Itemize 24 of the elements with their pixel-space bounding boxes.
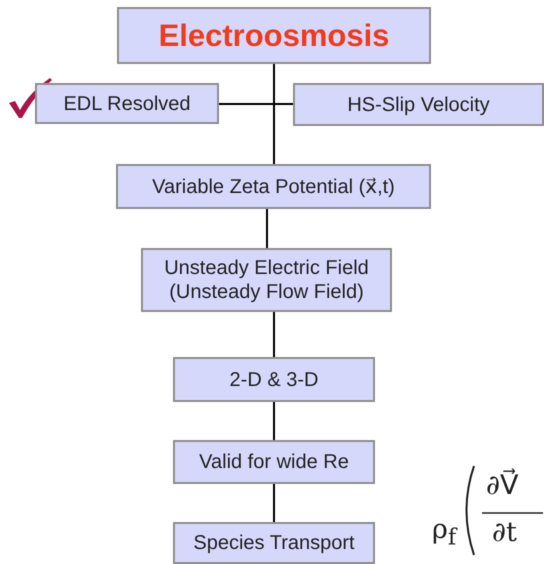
equation-term: ∂t [492, 519, 517, 546]
process-box [116, 164, 431, 209]
connector-line [266, 209, 268, 248]
equation-symbol: ρ$_{f}$ [432, 516, 456, 549]
process-box [35, 83, 219, 124]
node-label: Electroosmosis [158, 16, 390, 54]
node-label: Unsteady Electric Field (Unsteady Flow Field) [163, 256, 370, 304]
node-label: 2-D & 3-D [230, 368, 318, 392]
node-label: Variable Zeta Potential (x⃗,t) [152, 174, 395, 198]
process-box [173, 440, 375, 484]
node-label: HS-Slip Velocity [347, 92, 490, 116]
process-box [173, 522, 375, 564]
node-label: EDL Resolved [63, 92, 191, 116]
process-box [293, 83, 544, 126]
process-box [141, 248, 392, 312]
connector-line [219, 103, 293, 105]
node-label: Valid for wide Re [199, 450, 349, 474]
title-box [117, 7, 431, 64]
connector-line [273, 312, 275, 357]
process-box [173, 357, 375, 402]
node-label: Species Transport [193, 531, 355, 555]
connector-line [273, 484, 275, 522]
connector-line [273, 402, 275, 440]
connector-line [273, 64, 275, 164]
